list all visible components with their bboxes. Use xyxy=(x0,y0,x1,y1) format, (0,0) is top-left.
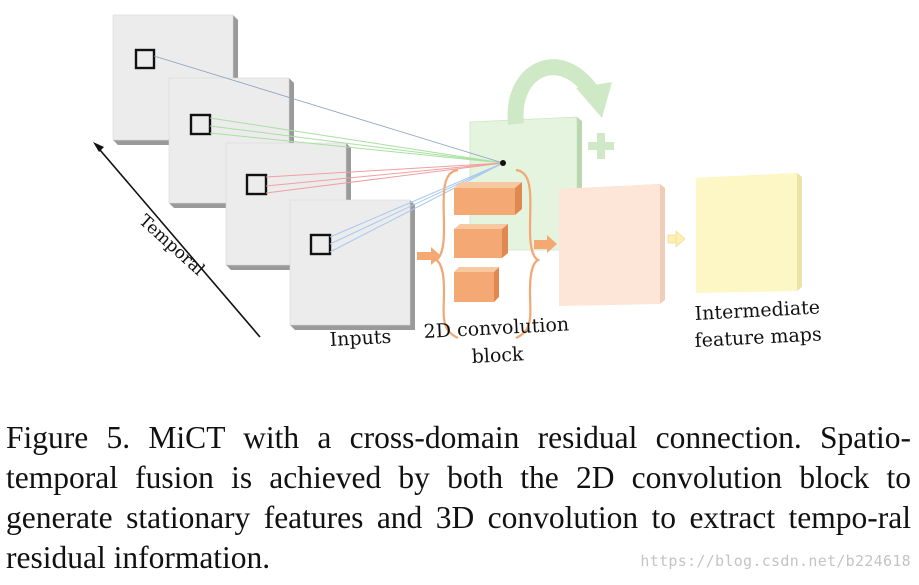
conv2d-output-map xyxy=(559,184,665,306)
right-brace xyxy=(515,168,541,340)
feature-maps-label-line1: Intermediate xyxy=(694,296,820,325)
patch-square xyxy=(134,48,156,70)
feature-maps-label-line2: feature maps xyxy=(694,323,822,352)
residual-arrow xyxy=(507,59,612,125)
patch-square xyxy=(189,113,212,136)
watermark: https://blog.csdn.net/b224618 xyxy=(640,552,911,570)
conv2d-unit-3 xyxy=(454,267,499,302)
fusion-arrow xyxy=(667,230,686,248)
conv2d-output-arrow xyxy=(534,235,557,253)
conv2d-block-label-line2: block xyxy=(471,343,524,368)
patch-square xyxy=(245,173,268,196)
input-arrow xyxy=(417,247,441,265)
patch-square xyxy=(309,233,332,256)
temporal-axis-label: Temporal xyxy=(135,211,209,280)
connection-lines xyxy=(153,55,506,253)
mict-figure: Temporal xyxy=(93,14,822,368)
input-frame-4 xyxy=(289,199,415,330)
intermediate-feature-map xyxy=(696,173,802,293)
plus-icon xyxy=(588,133,614,159)
conv2d-unit-2 xyxy=(454,224,508,258)
left-brace xyxy=(433,168,459,340)
inputs-label: Inputs xyxy=(329,326,392,351)
figure-caption: Figure 5. MiCT with a cross-domain resid… xyxy=(6,420,911,575)
conv2d-unit-1 xyxy=(454,182,522,215)
conv2d-block xyxy=(433,168,541,340)
